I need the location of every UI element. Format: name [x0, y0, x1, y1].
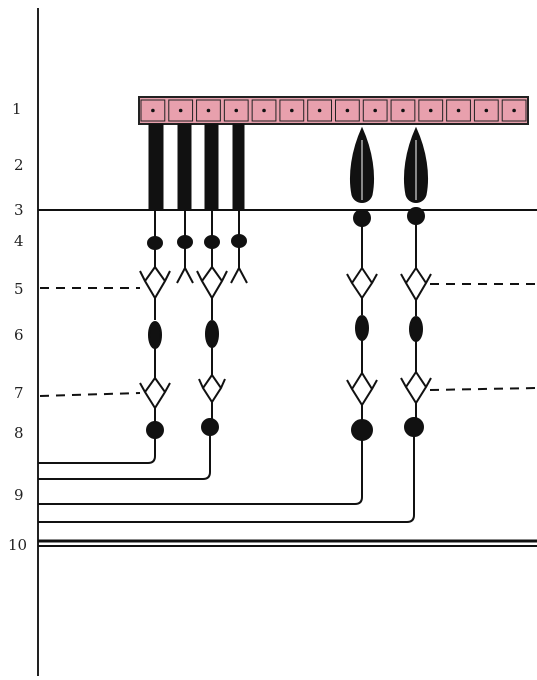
ganglion-nucleus: [351, 419, 373, 441]
rod-nucleus: [177, 235, 193, 249]
synapse-diamond: [139, 265, 171, 300]
bipolar-nucleus: [148, 321, 162, 349]
pigment-cell-nucleus: [373, 108, 377, 113]
rod-nucleus: [231, 234, 247, 248]
synapse-dashed-line-right-7: [429, 387, 537, 391]
rod-outer-segment: [177, 123, 192, 211]
rods: [148, 123, 245, 211]
optic-fiber: [38, 440, 363, 505]
layer-label-7: 7: [14, 384, 24, 402]
layer-label-2: 2: [14, 156, 24, 174]
rod-outer-segment: [204, 123, 219, 211]
bipolar-chain-2: [38, 265, 228, 480]
bipolar-nucleus: [205, 320, 219, 348]
synapse-diamond: [198, 373, 226, 404]
rod-nucleus: [204, 235, 220, 249]
bipolar-nucleus: [409, 316, 423, 342]
layer-label-9: 9: [14, 486, 24, 504]
layer-label-10: 10: [8, 536, 27, 554]
cone-chain-2: [38, 207, 432, 523]
pigment-cell-nucleus: [262, 108, 266, 113]
pigment-epithelium: [138, 96, 529, 125]
layer-labels: 1 2 3 4 5 6 7 8 9 10: [8, 100, 27, 554]
pigment-cell-nucleus: [401, 108, 405, 113]
layer-label-8: 8: [14, 424, 24, 442]
ganglion-nucleus: [404, 417, 424, 437]
synapse-diamond: [139, 376, 171, 410]
synapse-diamond: [196, 265, 228, 300]
rod-outer-segment: [232, 123, 245, 211]
cone-chain-1: [38, 209, 378, 505]
pigment-cell-nucleus: [512, 108, 516, 113]
optic-fiber: [38, 435, 211, 480]
ganglion-nucleus: [201, 418, 219, 436]
rod-nucleus: [147, 236, 163, 250]
cone-nucleus: [407, 207, 425, 225]
pigment-cell-nucleus: [206, 108, 211, 113]
pigment-cell-nucleus: [290, 108, 294, 113]
bipolar-chain-1: [38, 265, 171, 464]
layer-label-6: 6: [14, 326, 24, 344]
optic-fiber: [38, 438, 156, 464]
pigment-cell-nucleus: [456, 108, 461, 113]
synapse-diamond: [346, 371, 378, 407]
rod-terminal: [176, 248, 194, 284]
layer-label-3: 3: [14, 201, 24, 219]
pigment-cell-nucleus: [178, 108, 183, 113]
pigment-cell-nucleus: [428, 108, 433, 113]
synapse-diamond: [346, 266, 378, 300]
ganglion-nucleus: [146, 421, 164, 439]
layer-label-5: 5: [14, 280, 24, 298]
layer-label-1: 1: [12, 100, 22, 118]
pigment-cell-nucleus: [484, 108, 489, 113]
synapse-diamond: [400, 266, 432, 302]
rod-terminal: [230, 247, 248, 284]
cone-nucleus: [353, 209, 371, 227]
pigment-cell-nucleus: [317, 108, 322, 113]
synapse-dashed-line-left-7: [39, 392, 141, 397]
cones: [349, 126, 429, 203]
pigment-cell-nucleus: [345, 108, 350, 113]
synapse-diamond: [400, 370, 432, 405]
layer-label-4: 4: [14, 232, 24, 250]
pigment-cell-nucleus: [234, 108, 239, 113]
optic-fiber: [38, 436, 415, 523]
rod-outer-segment: [148, 123, 164, 211]
bipolar-nucleus: [355, 315, 369, 341]
pigment-cell-nucleus: [151, 108, 155, 113]
rod-chains: [147, 210, 248, 284]
